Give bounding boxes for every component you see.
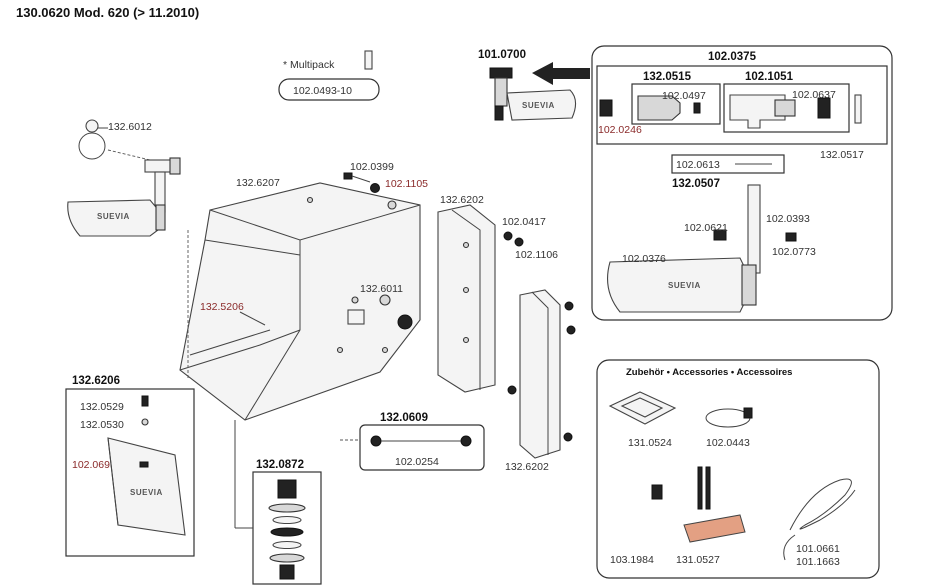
label-131-0527: 131.0527 (676, 554, 720, 566)
label-102-0376: 102.0376 (622, 253, 666, 265)
ring-key-assembly (78, 119, 181, 213)
box-102-0375 (591, 45, 893, 321)
accessory-tag-131-0527 (683, 466, 746, 543)
label-102-1106: 102.1106 (515, 249, 558, 261)
cover-plate-132-6206: SUEVIA (107, 395, 186, 536)
accessory-gasket-131-0524 (608, 391, 677, 425)
label-132-6207: 132.6207 (236, 177, 280, 189)
label-102-0637: 102.0637 (792, 89, 836, 101)
main-housing (179, 182, 421, 421)
label-103-1984: 103.1984 (610, 554, 654, 566)
brand-text-valve: SUEVIA (522, 101, 555, 110)
accessories-box (596, 359, 880, 579)
label-101-0700: 101.0700 (478, 49, 526, 61)
label-132-5206: 132.5206 (200, 301, 244, 313)
brand-text-bracket-right: SUEVIA (668, 281, 701, 290)
label-102-0773: 102.0773 (772, 246, 816, 258)
box-132-6206 (65, 388, 195, 557)
label-132-0517: 132.0517 (820, 149, 864, 161)
label-132-6206: 132.6206 (72, 375, 120, 387)
label-132-6202-top: 132.6202 (440, 194, 484, 206)
label-102-1105: 102.1105 (385, 178, 428, 190)
label-102-1051: 102.1051 (745, 71, 794, 83)
arrow-left-icon (532, 62, 590, 85)
label-132-0507: 132.0507 (672, 178, 720, 190)
label-102-0246: 102.0246 (598, 124, 642, 136)
lever-assembly: SUEVIA (607, 184, 797, 313)
box-102-0613 (671, 154, 785, 174)
leader-132-5206 (239, 311, 266, 326)
mounting-rail-upper (437, 204, 496, 393)
accessory-hook-103-1984 (630, 456, 663, 545)
label-102-0621: 102.0621 (684, 222, 728, 234)
valve-stack-132-0872 (268, 479, 306, 580)
accessory-cable-101-0661 (783, 478, 856, 561)
label-102-0375: 102.0375 (708, 51, 757, 63)
box-132-0609 (359, 424, 485, 471)
label-102-0690: 102.0690 (72, 459, 116, 471)
box-132-0515 (631, 83, 721, 125)
label-132-0872: 132.0872 (256, 459, 304, 471)
label-102-0393: 102.0393 (766, 213, 810, 225)
label-101-1663: 101.1663 (796, 556, 840, 568)
label-132-0529: 132.0529 (80, 401, 124, 413)
label-102-0254: 102.0254 (395, 456, 439, 468)
label-132-0515: 132.0515 (643, 71, 692, 83)
label-102-0399: 102.0399 (350, 161, 394, 173)
multipack-part-box (278, 78, 380, 101)
label-132-6202-bottom: 132.6202 (505, 461, 549, 473)
label-101-0661: 101.0661 (796, 543, 840, 555)
brand-text-plate: SUEVIA (130, 488, 163, 497)
valve-101-0700: SUEVIA (489, 67, 577, 121)
box-102-1051 (723, 83, 850, 133)
label-132-6011: 132.6011 (360, 283, 403, 295)
multipack-part-number: 102.0493-10 (293, 85, 352, 97)
left-bracket-plate: SUEVIA (67, 199, 166, 237)
box-valve-internals (596, 65, 888, 145)
label-102-0497: 102.0497 (662, 90, 706, 102)
multipack-label: * Multipack (283, 59, 335, 71)
label-102-0443: 102.0443 (706, 437, 750, 449)
label-131-0524: 131.0524 (628, 437, 672, 449)
screw-102-0399 (343, 172, 380, 193)
nut-102-0417 (503, 231, 513, 241)
label-132-6012: 132.6012 (108, 121, 152, 133)
accessory-ring-102-0443 (705, 407, 753, 428)
multipack-pin-icon (364, 50, 373, 70)
label-132-0530: 132.0530 (80, 419, 124, 431)
mounting-rail-lower (507, 289, 576, 459)
brand-text-left: SUEVIA (97, 212, 130, 221)
label-102-0417: 102.0417 (502, 216, 546, 228)
accessories-heading: Zubehör • Accessories • Accessoires (626, 367, 792, 378)
valve-internals (599, 94, 862, 129)
diagram-title: 130.0620 Mod. 620 (> 11.2010) (16, 5, 199, 20)
nut-102-1106 (514, 237, 524, 247)
label-102-0613: 102.0613 (676, 159, 720, 171)
label-132-0609: 132.0609 (380, 412, 428, 424)
link-rod-102-0254 (370, 435, 472, 447)
